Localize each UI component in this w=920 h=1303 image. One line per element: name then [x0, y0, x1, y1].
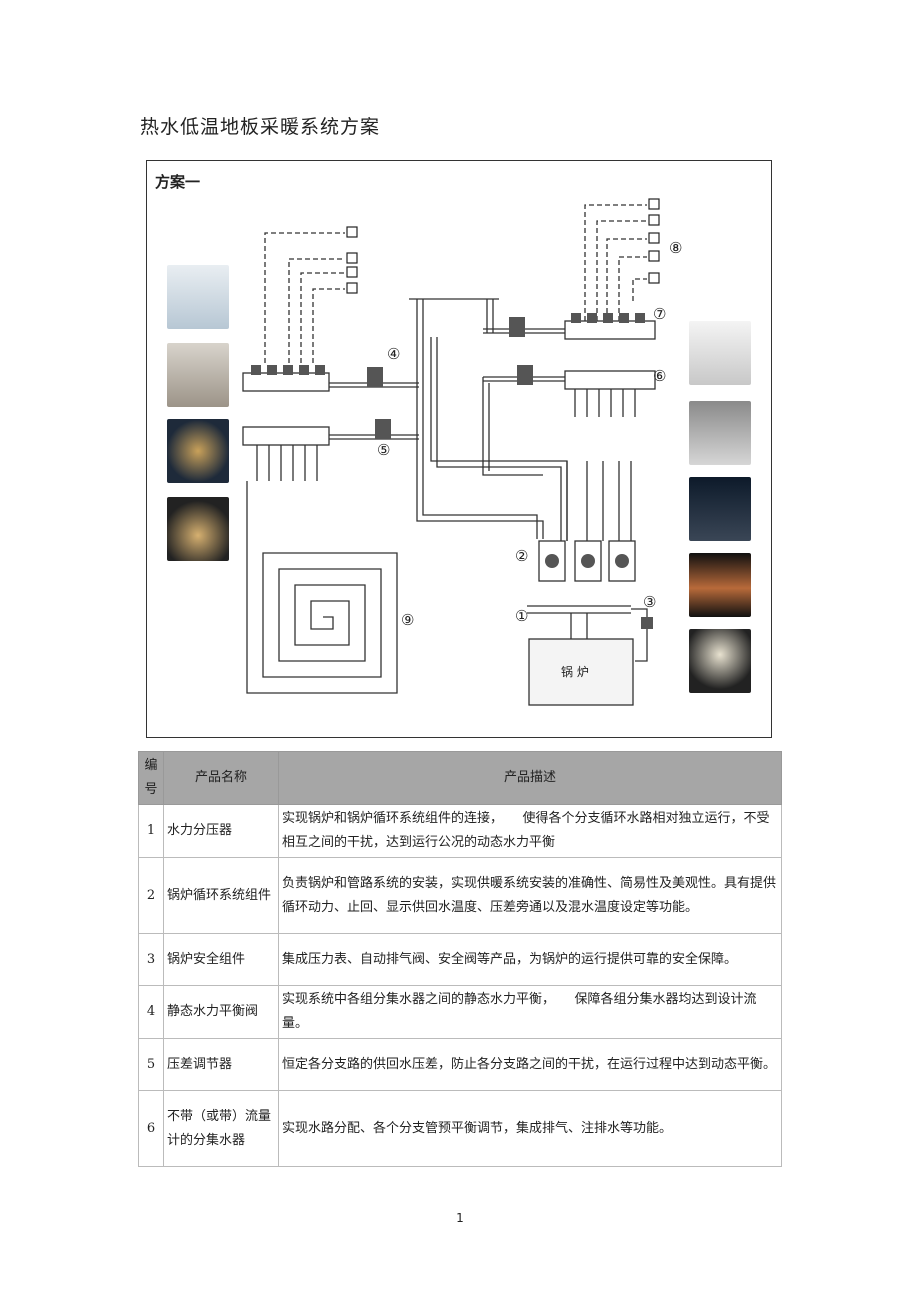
- row-num: 2: [138, 857, 164, 934]
- row-num: 3: [138, 933, 164, 986]
- row-num: 6: [138, 1090, 164, 1167]
- page-number: 1: [456, 1211, 464, 1225]
- callout-5: ⑤: [377, 441, 391, 459]
- header-desc: 产品描述: [278, 751, 782, 805]
- row-desc: 实现锅炉和锅炉循环系统组件的连接， 使得各个分支循环水路相对独立运行，不受相互之…: [278, 804, 782, 858]
- header-num: 编号: [138, 751, 164, 805]
- hydraulic-separator-photo: [689, 553, 751, 617]
- row-desc: 集成压力表、自动排气阀、安全阀等产品，为锅炉的运行提供可靠的安全保障。: [278, 933, 782, 986]
- row-name: 锅炉安全组件: [163, 933, 279, 986]
- row-name: 锅炉循环系统组件: [163, 857, 279, 934]
- thermostat-photo: [167, 265, 229, 329]
- callout-3: ③: [643, 593, 657, 611]
- control-wiring-right: [584, 204, 647, 321]
- boiler-group-photo: [689, 477, 751, 541]
- row-desc: 负责锅炉和管路系统的安装，实现供暖系统安装的准确性、简易性及美观性。具有提供循环…: [278, 857, 782, 934]
- callout-6: ⑥: [653, 367, 667, 385]
- table-row: 2 锅炉循环系统组件 负责锅炉和管路系统的安装，实现供暖系统安装的准确性、简易性…: [138, 857, 782, 934]
- row-desc: 实现系统中各组分集水器之间的静态水力平衡， 保障各组分集水器均达到设计流量。: [278, 985, 782, 1039]
- callout-9: ⑨: [401, 611, 415, 629]
- callout-8: ⑧: [669, 239, 683, 257]
- pressure-regulator-photo: [167, 497, 229, 561]
- callout-7: ⑦: [653, 305, 667, 323]
- callout-4: ④: [387, 345, 401, 363]
- system-diagram: 方案一: [146, 160, 772, 738]
- safety-group-photo: [689, 629, 751, 693]
- figure-label: 方案一: [155, 173, 201, 191]
- piping-schematic: [242, 198, 660, 706]
- table-header-row: 编号 产品名称 产品描述: [138, 751, 782, 805]
- table-row: 3 锅炉安全组件 集成压力表、自动排气阀、安全阀等产品，为锅炉的运行提供可靠的安…: [138, 933, 782, 986]
- document-title: 热水低温地板采暖系统方案: [140, 116, 381, 138]
- balancing-valve-photo: [167, 419, 229, 483]
- table-row: 4 静态水力平衡阀 实现系统中各组分集水器之间的静态水力平衡， 保障各组分集水器…: [138, 985, 782, 1039]
- row-name: 不带（或带）流量计的分集水器: [163, 1090, 279, 1167]
- installation-photo: [689, 401, 751, 465]
- callout-1: ①: [515, 607, 529, 625]
- row-num: 1: [138, 804, 164, 858]
- row-name: 静态水力平衡阀: [163, 985, 279, 1039]
- table-row: 5 压差调节器 恒定各分支路的供回水压差，防止各分支路之间的干扰，在运行过程中达…: [138, 1038, 782, 1091]
- row-name: 压差调节器: [163, 1038, 279, 1091]
- header-name: 产品名称: [163, 751, 279, 805]
- row-num: 4: [138, 985, 164, 1039]
- boiler-label: 锅 炉: [561, 665, 589, 679]
- actuator-photo: [689, 321, 751, 385]
- table-row: 6 不带（或带）流量计的分集水器 实现水路分配、各个分支管预平衡调节，集成排气、…: [138, 1090, 782, 1167]
- row-name: 水力分压器: [163, 804, 279, 858]
- table-row: 1 水力分压器 实现锅炉和锅炉循环系统组件的连接， 使得各个分支循环水路相对独立…: [138, 804, 782, 858]
- callout-2: ②: [515, 547, 529, 565]
- row-desc: 实现水路分配、各个分支管预平衡调节，集成排气、注排水等功能。: [278, 1090, 782, 1167]
- product-table: 编号 产品名称 产品描述 1 水力分压器 实现锅炉和锅炉循环系统组件的连接， 使…: [138, 751, 782, 1167]
- control-wiring-left: [264, 232, 345, 363]
- row-desc: 恒定各分支路的供回水压差，防止各分支路之间的干扰，在运行过程中达到动态平衡。: [278, 1038, 782, 1091]
- row-num: 5: [138, 1038, 164, 1091]
- manifold-cabinet-photo: [167, 343, 229, 407]
